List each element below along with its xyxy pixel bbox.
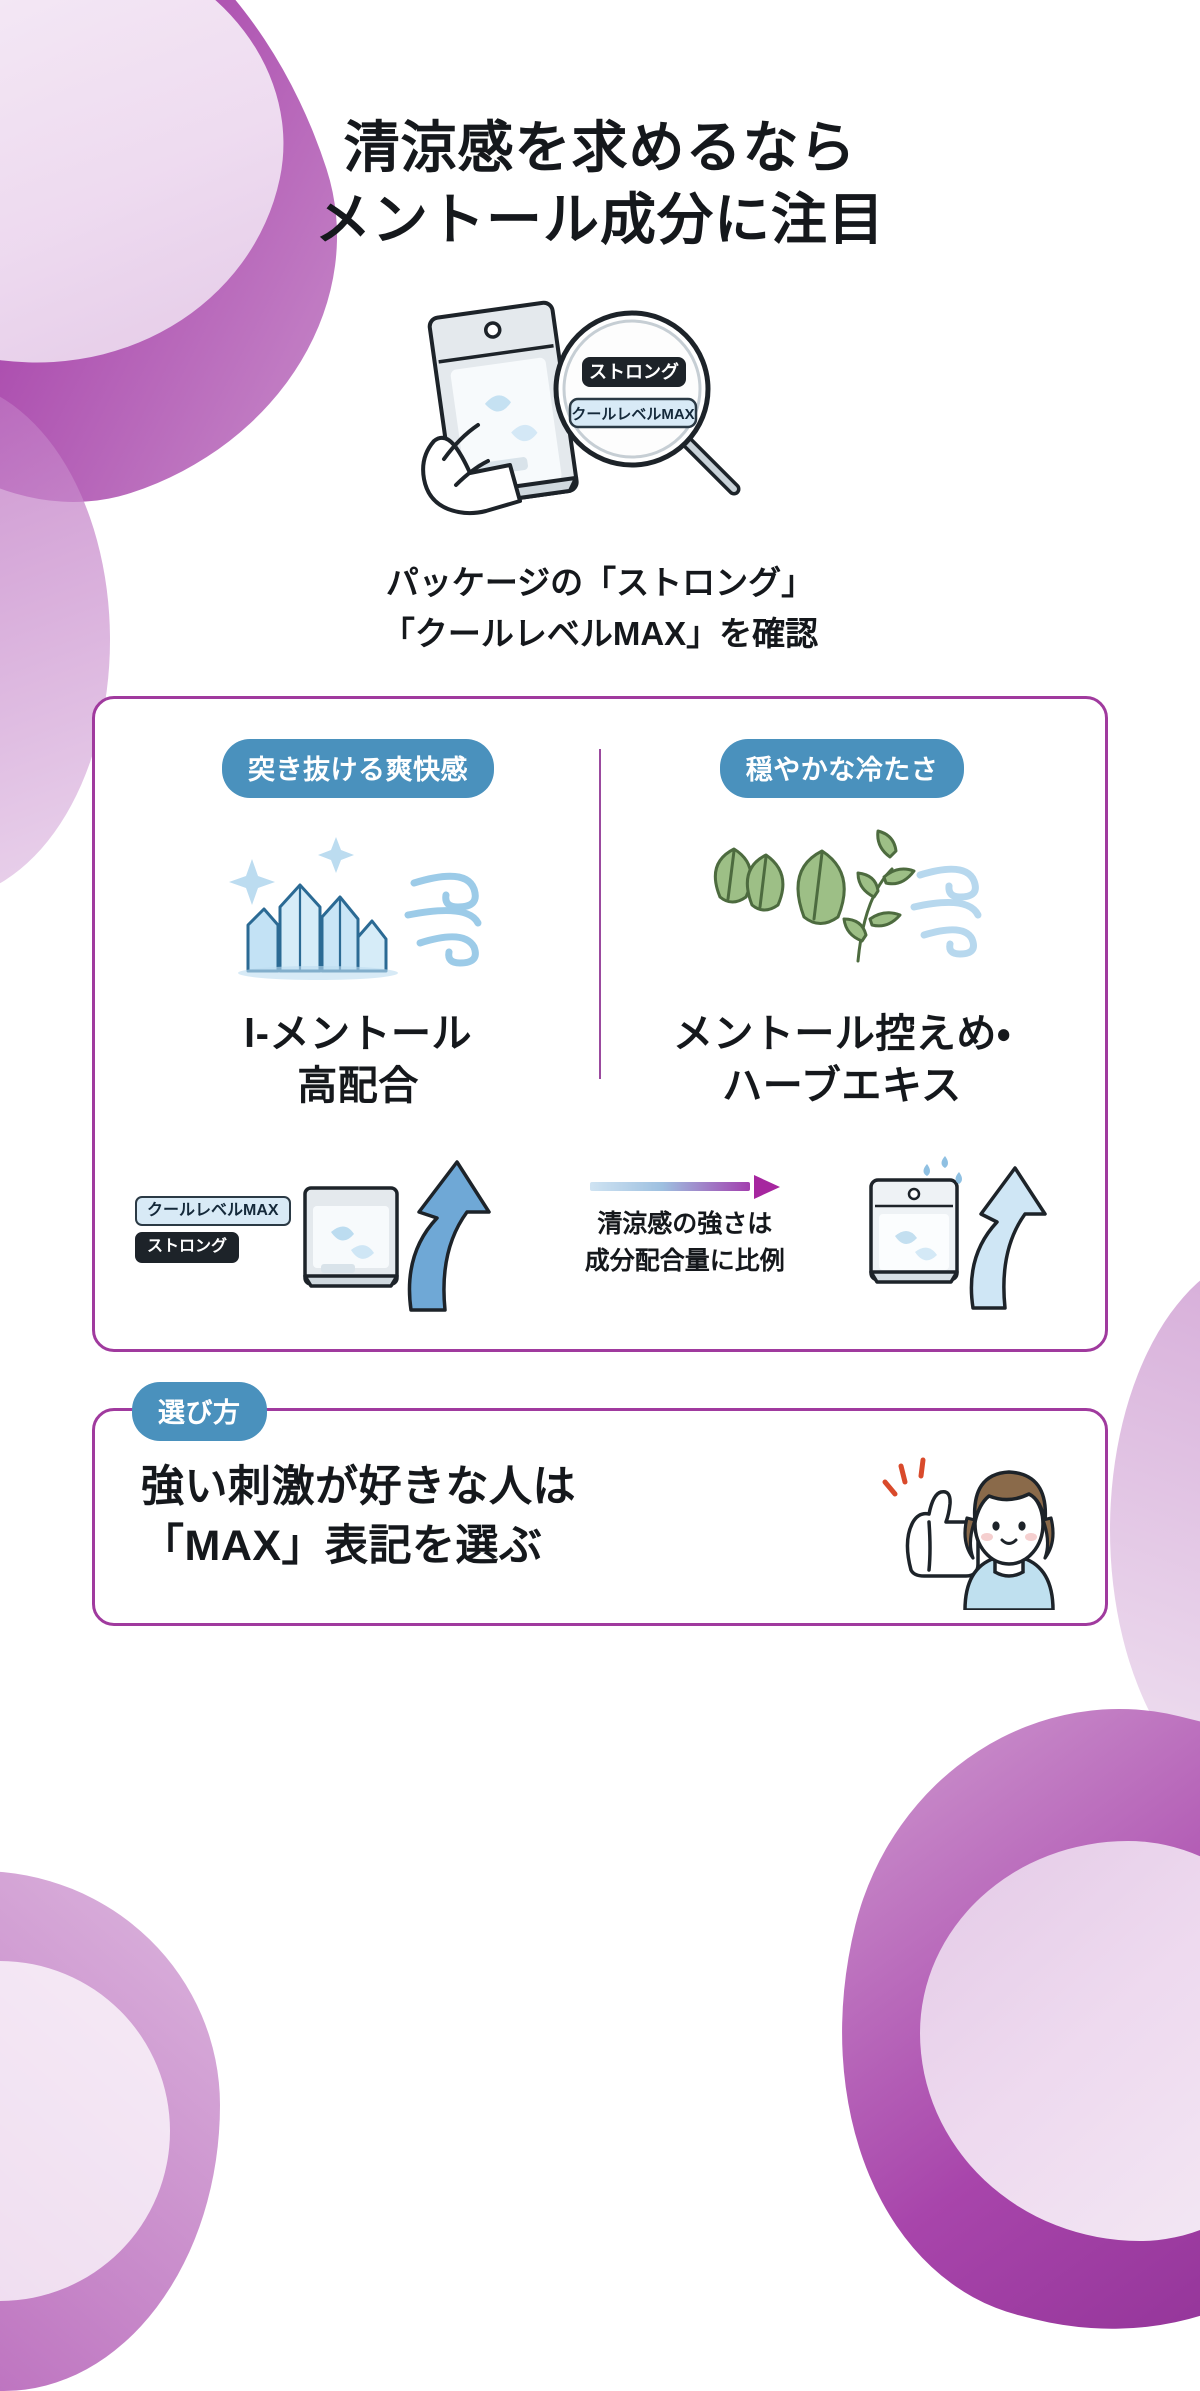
howto-section: 選び方 強い刺激が好きな人は 「MAX」表記を選ぶ — [92, 1382, 1108, 1627]
howto-line-2: 「MAX」表記を選ぶ — [141, 1522, 543, 1571]
hero-caption-line-1: パッケージの「ストロング」 — [385, 564, 815, 602]
howto-text: 強い刺激が好きな人は 「MAX」表記を選ぶ — [141, 1458, 576, 1577]
hand-holding-package-with-magnifier-icon: ストロング クールレベルMAX — [421, 301, 741, 516]
mild-package-group — [865, 1144, 1065, 1314]
strong-package-with-up-arrow — [302, 1160, 491, 1312]
heading-strong-line-1: l-メントール — [244, 1011, 472, 1056]
strong-package-group: クールレベルMAX ストロング — [135, 1144, 505, 1314]
pill-howto: 選び方 — [132, 1382, 267, 1442]
hero-caption-line-2: 「クールレベルMAX」を確認 — [381, 615, 819, 653]
magnifier-icon: ストロング クールレベルMAX — [553, 310, 741, 496]
comparison-card: 突き抜ける爽快感 — [92, 695, 1108, 1353]
heading-strong-line-2: 高配合 — [297, 1064, 419, 1109]
title-line-1: 清涼感を求めるなら — [343, 116, 857, 179]
title-line-2: メントール成分に注目 — [315, 187, 885, 251]
heading-strong-cooling: l-メントール 高配合 — [244, 1008, 472, 1114]
intensity-caption: 清涼感の強さは 成分配合量に比例 — [585, 1206, 785, 1279]
mild-package-with-up-arrow — [869, 1156, 1047, 1310]
ice-crystals-and-wind-icon — [208, 818, 508, 994]
heading-mild-line-2: ハーブエキス — [722, 1064, 962, 1109]
intensity-strip: クールレベルMAX ストロング — [123, 1139, 1077, 1319]
herb-leaves-and-wind-icon — [692, 818, 992, 994]
howto-line-1: 強い刺激が好きな人は — [141, 1462, 576, 1511]
tag-strong: ストロング — [135, 1232, 240, 1263]
comparison-columns: 突き抜ける爽快感 — [123, 738, 1077, 1114]
intensity-explanation: 清涼感の強さは 成分配合量に比例 — [581, 1175, 789, 1279]
pill-strong-cooling: 突き抜ける爽快感 — [222, 738, 494, 798]
heading-mild-cooling: メントール控えめ・ ハーブエキス — [673, 1008, 1011, 1114]
svg-text:ストロング: ストロング — [589, 361, 679, 382]
woman-thumbs-up-icon — [879, 1420, 1059, 1615]
column-mild-cooling: 穏やかな冷たさ — [607, 738, 1077, 1114]
pill-mild-cooling: 穏やかな冷たさ — [719, 738, 965, 798]
intensity-caption-line-2: 成分配合量に比例 — [584, 1246, 785, 1275]
svg-text:クールレベルMAX: クールレベルMAX — [571, 406, 694, 423]
intensity-caption-line-1: 清涼感の強さは — [597, 1210, 773, 1239]
tag-cool-level-max: クールレベルMAX — [135, 1195, 291, 1227]
infographic-page: 清涼感を求めるなら メントール成分に注目 — [92, 0, 1108, 1627]
hero-illustration: ストロング クールレベルMAX — [92, 289, 1108, 539]
strong-package-tags: クールレベルMAX ストロング — [135, 1195, 291, 1263]
column-strong-cooling: 突き抜ける爽快感 — [123, 738, 593, 1114]
page-title: 清涼感を求めるなら メントール成分に注目 — [92, 0, 1108, 255]
column-divider — [599, 748, 601, 1079]
howto-card: 強い刺激が好きな人は 「MAX」表記を選ぶ — [92, 1408, 1108, 1627]
hero-caption: パッケージの「ストロング」 「クールレベルMAX」を確認 — [92, 557, 1108, 659]
gradient-arrow-icon — [589, 1175, 780, 1200]
heading-mild-line-1: メントール控えめ・ — [672, 1011, 1012, 1056]
